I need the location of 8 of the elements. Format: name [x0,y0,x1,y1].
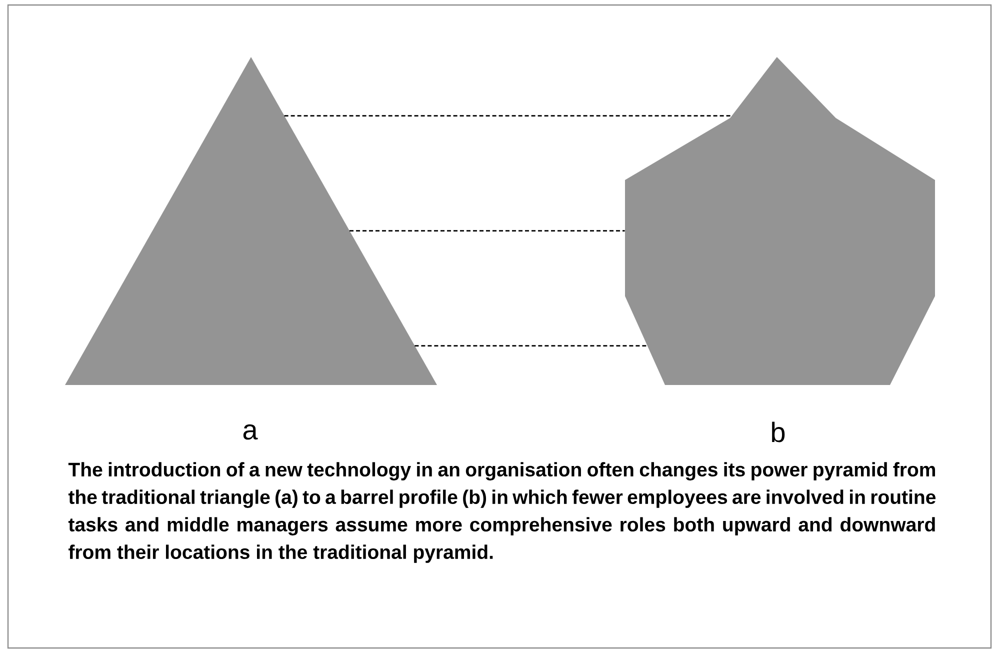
panel-letter: b [772,422,785,442]
dashed-line [350,230,625,232]
caption: The introduction of a new technology in an organisation often changes its power pyramid from the traditional triangle (a) to a barrel profile (b) in which fewer employees are involved in routine tasks and middle managers assume more comprehensive roles both upward and downward from their locations in the traditional pyramid. [68,462,936,563]
dashed-line [284,115,732,116]
dashed-line [414,345,648,346]
triangle-shape [65,57,437,385]
panel-letter: a [243,424,258,440]
barrel-shape [625,57,935,385]
